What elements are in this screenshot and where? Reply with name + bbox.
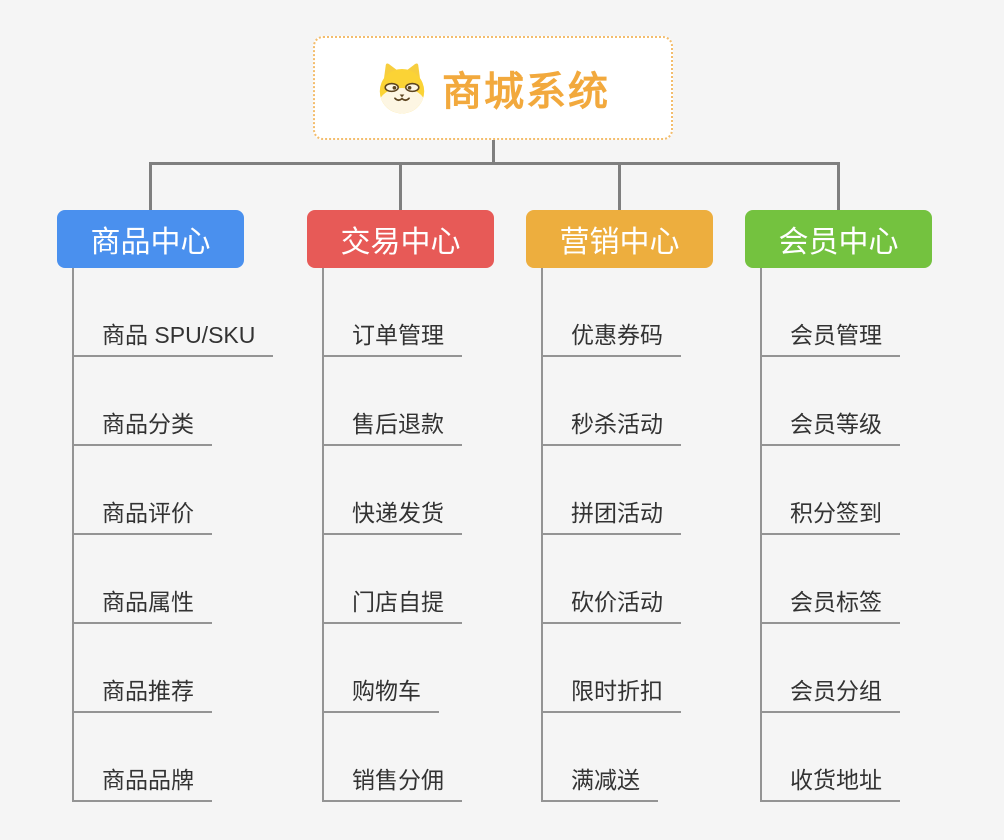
leaf-node-product-attribute[interactable]: 商品属性 <box>72 588 212 624</box>
leaf-node-points-checkin[interactable]: 积分签到 <box>760 499 900 535</box>
leaf-node-store-pickup[interactable]: 门店自提 <box>322 588 462 624</box>
connector-horizontal-bar <box>149 162 840 165</box>
branch-node-marketing-center[interactable]: 营销中心 <box>526 210 713 268</box>
leaf-node-express-delivery[interactable]: 快递发货 <box>322 499 462 535</box>
connector-drop-product <box>149 162 152 210</box>
leaf-node-member-management[interactable]: 会员管理 <box>760 321 900 357</box>
leaf-node-order-management[interactable]: 订单管理 <box>322 321 462 357</box>
leaf-node-product-recommend[interactable]: 商品推荐 <box>72 677 212 713</box>
leaf-node-shipping-address[interactable]: 收货地址 <box>760 766 900 802</box>
connector-root-stub <box>492 140 495 163</box>
connector-drop-member <box>837 162 840 210</box>
leaf-node-shopping-cart[interactable]: 购物车 <box>322 677 439 713</box>
leaf-node-flash-sale[interactable]: 秒杀活动 <box>541 410 681 446</box>
connector-drop-marketing <box>618 162 621 210</box>
branch-node-product-center[interactable]: 商品中心 <box>57 210 244 268</box>
leaf-node-coupon-code[interactable]: 优惠券码 <box>541 321 681 357</box>
leaf-node-member-group[interactable]: 会员分组 <box>760 677 900 713</box>
root-title: 商城系统 <box>442 70 610 114</box>
leaf-node-bargain-activity[interactable]: 砍价活动 <box>541 588 681 624</box>
leaf-node-sales-commission[interactable]: 销售分佣 <box>322 766 462 802</box>
doge-icon <box>376 62 428 114</box>
leaf-node-time-discount[interactable]: 限时折扣 <box>541 677 681 713</box>
spine-member-center <box>760 268 762 802</box>
leaf-node-member-level[interactable]: 会员等级 <box>760 410 900 446</box>
connector-drop-trade <box>399 162 402 210</box>
branch-node-trade-center[interactable]: 交易中心 <box>307 210 494 268</box>
leaf-node-full-reduction[interactable]: 满减送 <box>541 766 658 802</box>
leaf-node-group-buy[interactable]: 拼团活动 <box>541 499 681 535</box>
leaf-node-member-tag[interactable]: 会员标签 <box>760 588 900 624</box>
branch-node-member-center[interactable]: 会员中心 <box>745 210 932 268</box>
leaf-node-product-category[interactable]: 商品分类 <box>72 410 212 446</box>
leaf-node-product-review[interactable]: 商品评价 <box>72 499 212 535</box>
leaf-node-product-spu-sku[interactable]: 商品 SPU/SKU <box>72 321 274 357</box>
spine-trade-center <box>322 268 324 802</box>
leaf-node-aftersale-refund[interactable]: 售后退款 <box>322 410 462 446</box>
spine-product-center <box>72 268 74 802</box>
spine-marketing-center <box>541 268 543 802</box>
leaf-node-product-brand[interactable]: 商品品牌 <box>72 766 212 802</box>
root-node-mall-system[interactable]: 商城系统 <box>313 36 673 140</box>
